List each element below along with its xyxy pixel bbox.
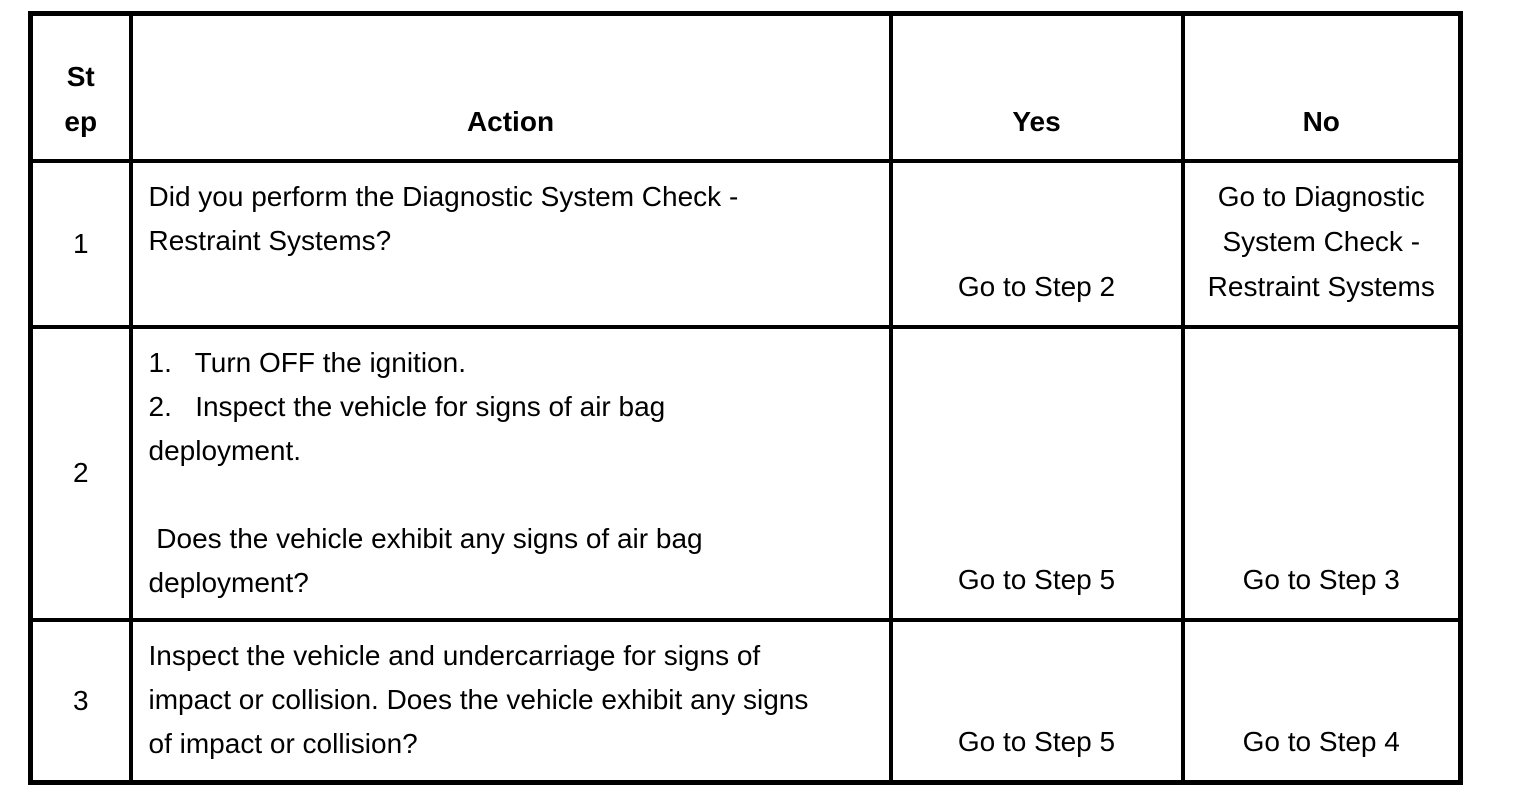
yes-cell: Go to Step 5: [888, 617, 1185, 785]
action-cell: Did you perform the Diagnostic System Ch…: [128, 158, 893, 329]
yes-cell: Go to Step 5: [888, 324, 1185, 622]
step-number: 1: [28, 158, 133, 329]
no-cell: Go to Diagnostic System Check - Restrain…: [1180, 158, 1463, 329]
column-header-action: Action: [128, 11, 893, 163]
action-cell: 1. Turn OFF the ignition. 2. Inspect the…: [128, 324, 893, 622]
header-row: St ep Action Yes No: [28, 11, 1463, 163]
column-header-no: No: [1180, 11, 1463, 163]
step-number: 2: [28, 324, 133, 622]
table-row-step-2: 2 1. Turn OFF the ignition. 2. Inspect t…: [28, 324, 1463, 622]
table-row-step-1: 1 Did you perform the Diagnostic System …: [28, 158, 1463, 329]
column-header-step: St ep: [28, 11, 133, 163]
table-row-step-3: 3 Inspect the vehicle and undercarriage …: [28, 617, 1463, 785]
no-cell: Go to Step 4: [1180, 617, 1463, 785]
step-number: 3: [28, 617, 133, 785]
column-header-yes: Yes: [888, 11, 1185, 163]
diagnostic-steps-table: St ep Action Yes No 1 Did you perform th…: [28, 11, 1463, 785]
yes-cell: Go to Step 2: [888, 158, 1185, 329]
no-cell: Go to Step 3: [1180, 324, 1463, 622]
action-cell: Inspect the vehicle and undercarriage fo…: [128, 617, 893, 785]
